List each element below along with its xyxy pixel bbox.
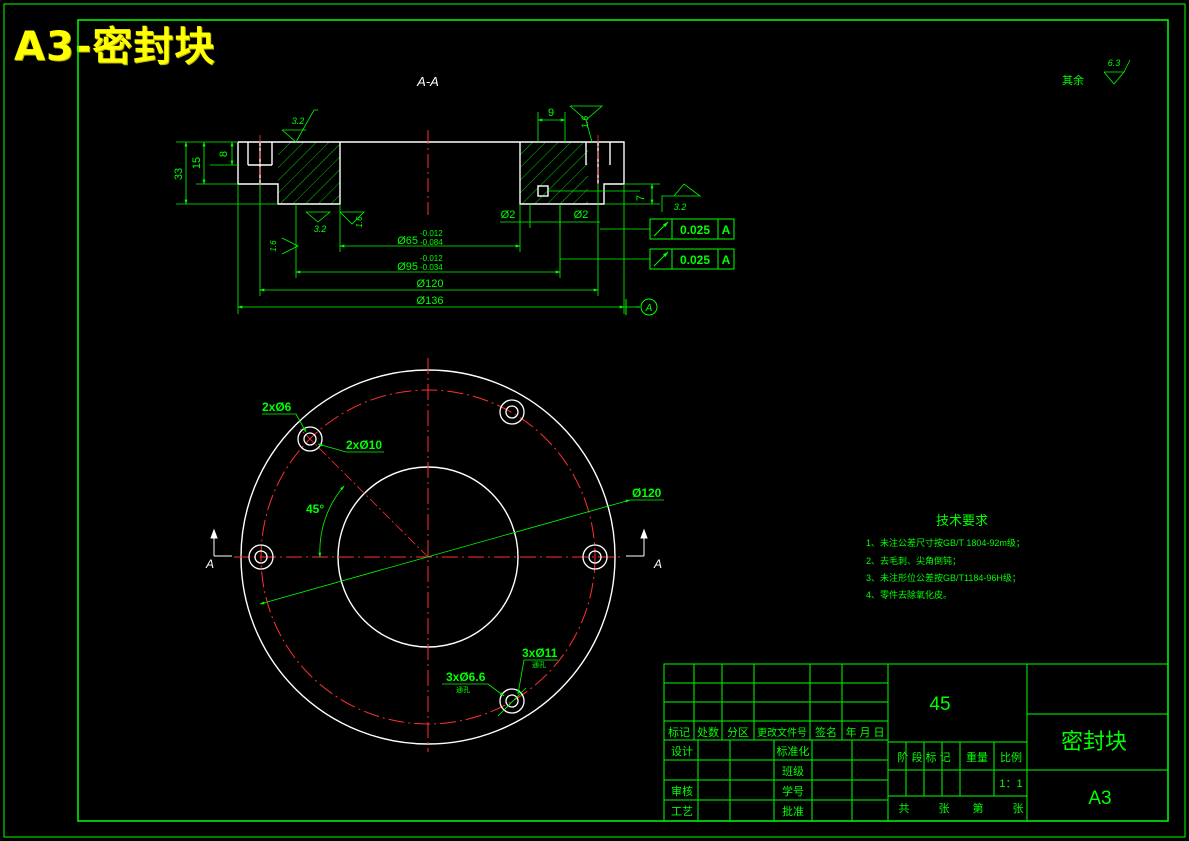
drawing-text: 9 [548,107,554,119]
outer-border [3,3,1186,838]
drawing-text: 3xØ11 [522,646,558,660]
drawing-text: 3xØ6.6 [446,670,486,684]
header-title: A3-密封块 [14,24,216,70]
gdt-frame-2: 0.025 A [560,248,735,270]
inner-frame [77,19,1169,822]
drawing-text: 3、未注形位公差按GB/T1184-96H级； [866,572,1021,583]
drawing-text: 学号 [782,784,804,798]
drawing-text: 4、零件去除氧化皮。 [866,589,952,600]
drawing-text: 标记 [668,725,690,739]
drawing-text: 1.6 [580,116,590,129]
drawing-text: -0.012 [420,254,443,263]
plan-view: 2xØ6 2xØ10 Ø120 45° 3xØ6.6 3xØ11 通孔 通孔 A… [205,358,664,752]
section-label: A-A [416,74,439,89]
drawing-text: 2xØ10 [346,438,382,452]
drawing-text: 其余 [1062,73,1084,87]
drawing-text: 8 [218,151,230,157]
drawing-text: 45 [929,694,950,715]
drawing-text: 年 月 日 [845,725,884,739]
drawing-text: 6.3 [1108,58,1121,68]
section-view: A-A 33 15 [173,74,735,316]
drawing-text: Ø136 [417,295,444,307]
drawing-text: A [722,223,731,237]
drawing-text: 0.025 [680,223,710,237]
drawing-text: Ø120 [417,278,444,290]
drawing-text: Ø2 [574,209,589,221]
drawing-text: 张 [1013,802,1024,815]
drawing-text: 分区 [727,726,749,739]
drawing-text: 更改文件号 [757,726,807,739]
drawing-text: 张 [939,802,950,815]
drawing-text: A [722,253,731,267]
drawing-text: Ø95 [397,261,418,273]
drawing-text: 设计 [671,745,693,758]
title-block: 标记 处数 分区 更改文件号 签名 年 月 日 设计 审核 工艺 标准化 班级 … [663,663,1169,822]
drawing-text: 班级 [782,765,804,778]
drawing-text: A [653,557,662,571]
drawing-text: 1.6 [355,216,364,228]
drawing-text: 重量 [966,750,988,764]
drawing-text: 1、未注公差尺寸按GB/T 1804-92m级； [866,537,1025,548]
drawing-text: 45° [306,502,324,516]
drawing-text: 批准 [782,804,804,818]
drawing-text: 签名 [815,725,837,739]
part-name: 密封块 [1061,729,1127,754]
drawing-text: 第 [973,801,984,815]
drawing-text: 通孔 [456,685,470,694]
drawing-text: Ø65 [397,235,418,247]
gdt-frame-1: 0.025 A [600,218,735,240]
drawing-text: 阶 段 标 记 [897,750,950,764]
drawing-text: 技术要求 [936,513,988,528]
drawing-text: 15 [191,157,203,169]
drawing-text: 审核 [671,784,693,798]
drawing-text: 3.2 [314,224,327,234]
drawing-text: 通孔 [532,660,546,669]
drawing-text: 0.025 [680,253,710,267]
drawing-text: 工艺 [671,805,693,818]
sheet-size: A3 [1088,788,1111,809]
drawing-text: -0.034 [420,263,443,272]
drawing-text: 处数 [697,726,719,739]
drawing-text: 比例 [1000,750,1022,764]
drawing-text: 3.2 [292,116,305,126]
drawing-text: 3.2 [674,202,687,212]
drawing-text: 2、去毛刺、尖角倒钝； [866,555,961,566]
drawing-text: 1：1 [999,778,1022,790]
drawing-text: 1.6 [269,240,278,252]
drawing-text: -0.084 [420,238,443,247]
drawing-text: Ø2 [501,209,516,221]
technical-requirements: 技术要求 1、未注公差尺寸按GB/T 1804-92m级； 2、去毛刺、尖角倒钝… [866,513,1025,600]
roughness-rest: 其余 6.3 [1062,58,1131,87]
drawing-text: Ø120 [632,486,662,500]
hatch-right [520,142,588,204]
drawing-text: 33 [173,168,185,180]
drawing-text: -0.012 [420,229,443,238]
drawing-text: 7 [635,195,647,201]
drawing-text: 2xØ6 [262,400,292,414]
hatch-left [278,142,340,204]
drawing-text: 标准化 [777,744,810,758]
drawing-text: A [205,557,214,571]
datum-a-label: A [645,303,653,314]
drawing-text: 共 [899,802,910,815]
